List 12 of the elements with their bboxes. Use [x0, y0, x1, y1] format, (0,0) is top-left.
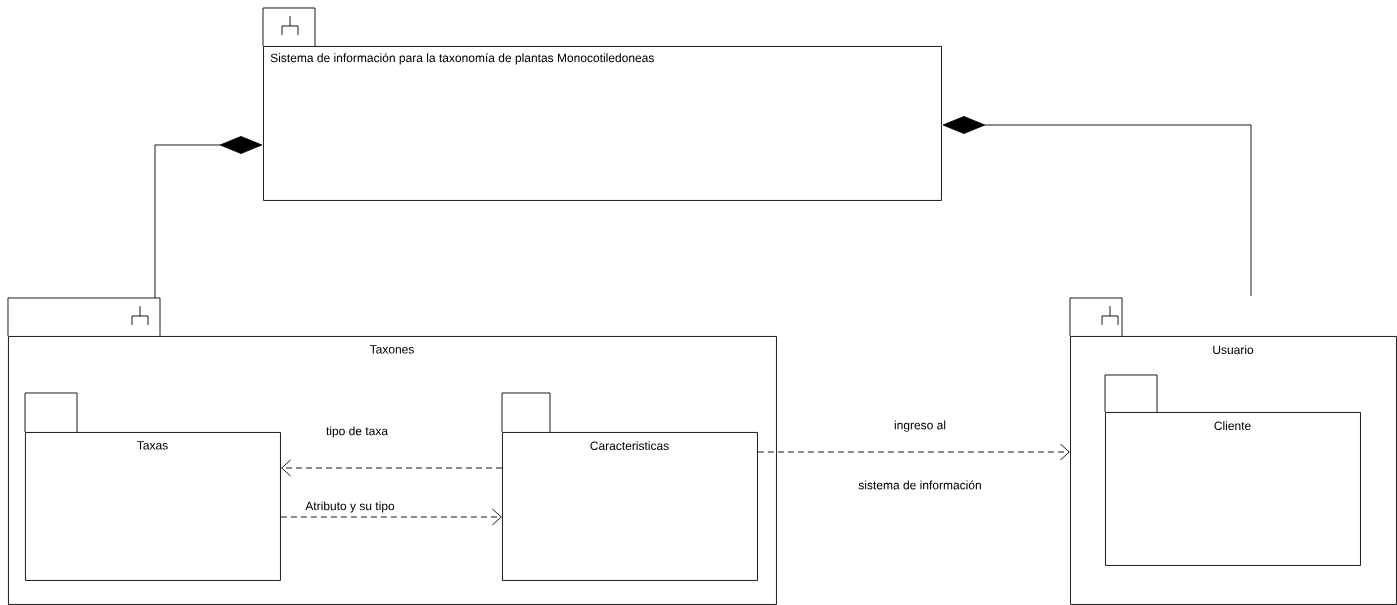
dependency-arrow	[281, 459, 503, 477]
package-box: Cliente	[1104, 374, 1361, 566]
package-box: Sistema de información para la taxonomía de plantas Monocotiledoneas	[262, 7, 942, 201]
edge-label: Atributo y su tipo	[304, 500, 396, 514]
dependency-arrow	[280, 508, 502, 526]
dependency-arrow	[942, 116, 1252, 297]
dependency-arrow	[757, 443, 1070, 461]
package-box: Taxas	[24, 392, 281, 581]
edge-label: ingreso al sistema de información	[858, 420, 981, 490]
edge-label: tipo de taxa	[325, 425, 390, 439]
dependency-arrow	[154, 136, 263, 299]
package-box: Caracteristicas	[501, 392, 758, 581]
